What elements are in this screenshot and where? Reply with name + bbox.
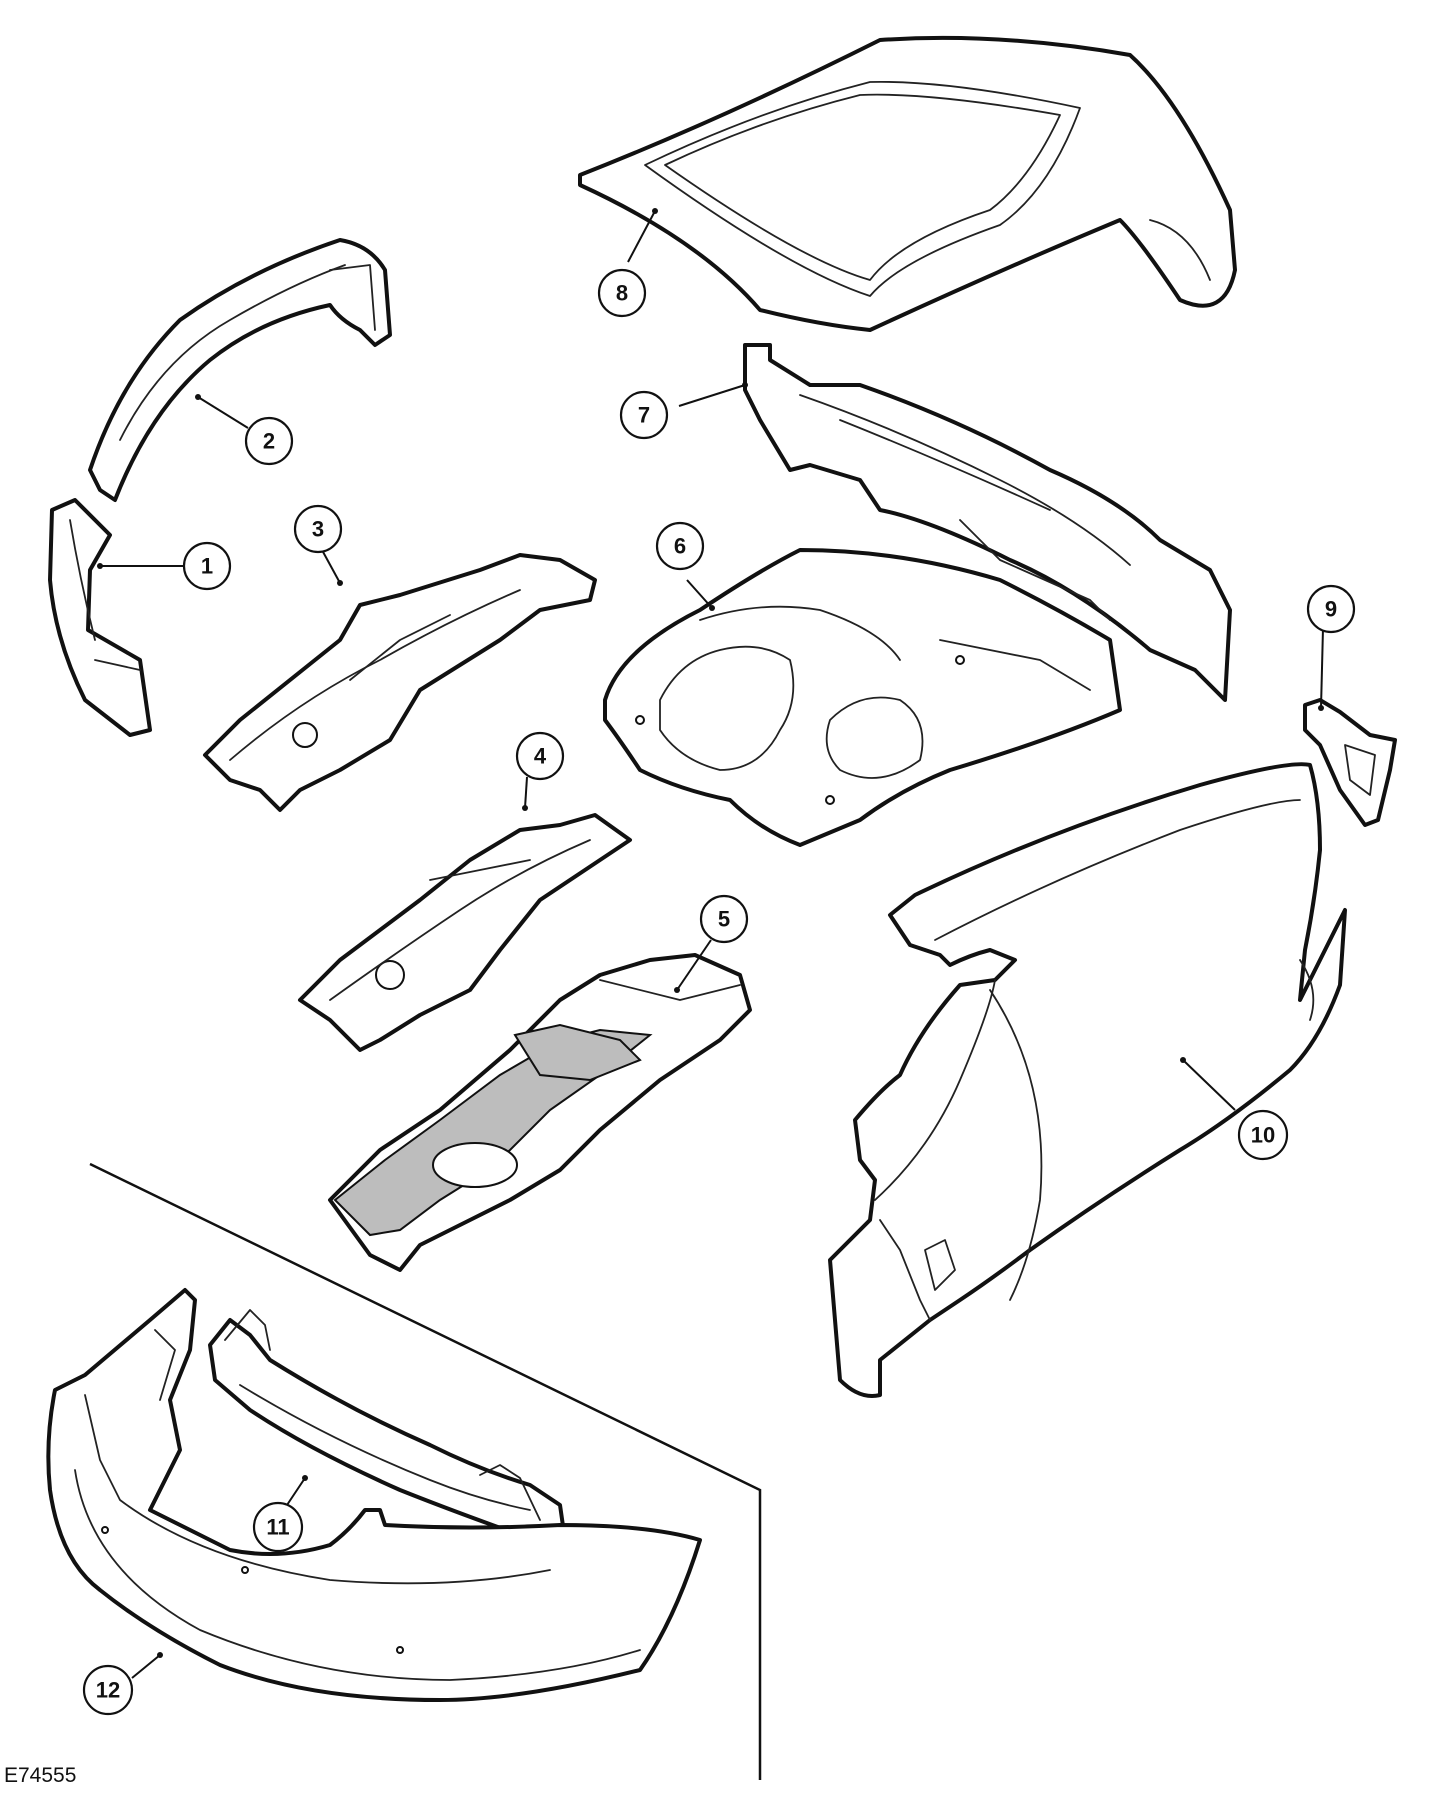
callout-1-label: 1 [201, 554, 213, 579]
callout-10: 10 [1237, 1109, 1289, 1161]
part-2-wheel-arch-liner-upper [88, 238, 392, 502]
section-divider-line [89, 1162, 762, 1780]
callout-11-label: 11 [266, 1515, 289, 1540]
callout-12: 12 [82, 1664, 134, 1716]
callout-5: 5 [699, 894, 749, 944]
figure-id: E74555 [4, 1764, 77, 1787]
callout-4-label: 4 [534, 744, 547, 769]
callout-4: 4 [515, 731, 565, 781]
callout-10-label: 10 [1251, 1123, 1275, 1148]
callout-6: 6 [655, 521, 705, 571]
part-4-floor-panel [298, 813, 632, 1052]
leader-lines [97, 208, 1324, 1679]
callout-2-label: 2 [263, 429, 275, 454]
callout-9: 9 [1306, 584, 1356, 634]
part-8-roof-panel [578, 35, 1237, 332]
callout-7-label: 7 [638, 403, 650, 428]
callout-9-label: 9 [1325, 597, 1337, 622]
callout-7: 7 [619, 390, 669, 440]
callout-3: 3 [293, 504, 343, 554]
callout-8: 8 [597, 268, 647, 318]
part-9-bracket [1303, 698, 1397, 827]
part-12-rear-bumper-cover [46, 1288, 702, 1702]
part-7-rear-crossmember [743, 343, 1232, 702]
callout-1: 1 [182, 541, 232, 591]
callout-2: 2 [244, 416, 294, 466]
part-5-side-member [328, 953, 752, 1272]
callout-3-label: 3 [312, 517, 324, 542]
callout-12-label: 12 [96, 1678, 120, 1703]
part-6-rear-floor-pan [603, 548, 1122, 847]
callout-6-label: 6 [674, 534, 686, 559]
callout-8-label: 8 [616, 281, 628, 306]
part-10-rear-quarter-panel [828, 762, 1347, 1398]
callout-11: 11 [252, 1501, 304, 1553]
part-3-floor-side-panel [203, 553, 597, 812]
part-1-wheel-arch-liner-lower [48, 498, 152, 737]
callout-5-label: 5 [718, 907, 730, 932]
